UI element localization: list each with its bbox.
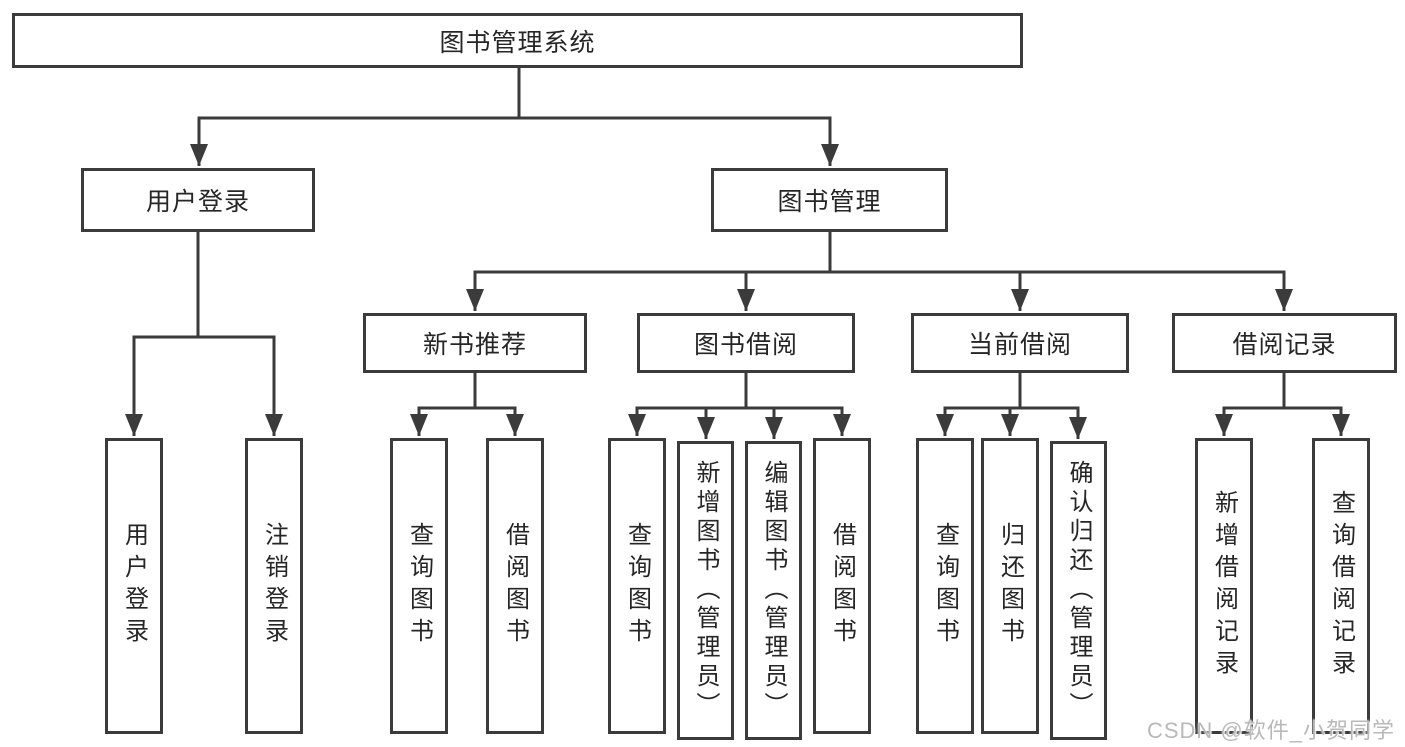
- leaf-user-login: 用户登录: [105, 438, 163, 734]
- node-label: 借阅图书: [828, 522, 856, 650]
- node-label: 借阅图书: [501, 522, 529, 650]
- node-label: 查询图书: [405, 522, 433, 650]
- node-label: 注销登录: [260, 522, 288, 650]
- node-label: 编辑图书（管理员）: [760, 460, 787, 721]
- node-book-borrow: 图书借阅: [637, 313, 855, 373]
- node-label: 新增借阅记录: [1210, 490, 1238, 682]
- leaf-borrow-books: 借阅图书: [813, 438, 871, 734]
- node-label: 图书管理系统: [439, 28, 596, 57]
- node-label: 图书管理: [777, 188, 882, 216]
- leaf-confirm-return-admin: 确认归还（管理员）: [1050, 441, 1107, 740]
- leaf-borrow-books-recommend: 借阅图书: [486, 438, 544, 734]
- node-label: 新增图书（管理员）: [692, 460, 719, 721]
- node-current-borrow: 当前借阅: [911, 313, 1129, 373]
- leaf-query-borrow-record: 查询借阅记录: [1312, 438, 1370, 734]
- leaf-query-books-recommend: 查询图书: [390, 438, 448, 734]
- node-label: 查询图书: [931, 522, 959, 650]
- leaf-add-borrow-record: 新增借阅记录: [1195, 438, 1253, 734]
- node-label: 归还图书: [996, 522, 1024, 650]
- node-library-management-system: 图书管理系统: [12, 13, 1023, 68]
- node-label: 查询图书: [623, 522, 651, 650]
- node-user-login: 用户登录: [81, 168, 315, 232]
- node-label: 用户登录: [120, 522, 148, 650]
- node-borrow-records: 借阅记录: [1172, 313, 1397, 373]
- node-label: 确认归还（管理员）: [1065, 460, 1092, 721]
- node-label: 图书借阅: [693, 331, 798, 359]
- node-label: 借阅记录: [1232, 331, 1337, 359]
- leaf-add-books-admin: 新增图书（管理员）: [677, 441, 734, 740]
- node-new-book-recommend: 新书推荐: [363, 313, 587, 373]
- node-book-management: 图书管理: [711, 168, 948, 232]
- node-label: 新书推荐: [422, 331, 527, 359]
- leaf-query-books-borrow: 查询图书: [608, 438, 666, 734]
- leaf-logout: 注销登录: [245, 438, 303, 734]
- node-label: 查询借阅记录: [1327, 490, 1355, 682]
- leaf-edit-books-admin: 编辑图书（管理员）: [745, 441, 802, 740]
- csdn-watermark: CSDN @软件_小贺同学: [1146, 718, 1395, 743]
- node-label: 当前借阅: [967, 331, 1072, 359]
- leaf-return-books: 归还图书: [981, 438, 1039, 734]
- node-label: 用户登录: [145, 188, 250, 216]
- leaf-query-books-current: 查询图书: [916, 438, 974, 734]
